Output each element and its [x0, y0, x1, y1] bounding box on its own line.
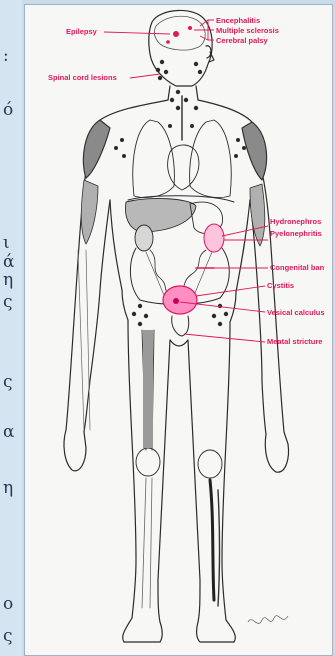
right-leg-outline	[188, 322, 230, 622]
label-spinal-cord-lesions: Spinal cord lesions	[48, 73, 117, 82]
genitals	[172, 316, 189, 336]
left-kidney	[135, 225, 153, 251]
label-pyelonephritis: Pyelonephritis	[270, 229, 322, 238]
label-cystitis: Cystitis	[267, 281, 294, 290]
label-meatal-stricture: Meatal stricture	[267, 337, 322, 346]
left-deltoid	[83, 120, 110, 178]
calf-vein	[210, 480, 214, 600]
right-foot	[197, 620, 236, 642]
right-lung	[190, 120, 232, 198]
left-biceps	[81, 180, 98, 244]
vesical-calculus	[173, 298, 179, 304]
ureter-left	[146, 252, 166, 300]
left-hand	[64, 430, 86, 471]
label-multiple-sclerosis: Multiple sclerosis	[216, 26, 279, 35]
tibia-bone	[142, 478, 152, 608]
label-congenital-bands: Congenital ban	[270, 263, 325, 272]
label-hydronephrosis: Hydronephros	[270, 217, 321, 226]
label-epilepsy: Epilepsy	[66, 27, 98, 36]
left-foot	[123, 618, 163, 642]
calf-vein-2	[218, 490, 220, 606]
bladder	[163, 286, 197, 314]
right-kidney	[204, 224, 224, 252]
right-knee	[198, 450, 222, 478]
left-knee	[136, 448, 160, 476]
brain-outline	[154, 16, 205, 50]
label-vesical-calculus: Vesical calculus	[267, 308, 325, 317]
right-deltoid	[242, 122, 267, 180]
label-cerebral-palsy: Cerebral palsy	[216, 36, 269, 45]
artist-signature	[248, 616, 288, 624]
liver	[126, 199, 196, 232]
right-hand	[265, 432, 288, 472]
label-encephalitis: Encephalitis	[216, 16, 260, 25]
crotch	[170, 340, 188, 346]
right-biceps	[250, 184, 265, 246]
femur-fill	[143, 330, 153, 448]
brain-highlights	[166, 26, 192, 44]
